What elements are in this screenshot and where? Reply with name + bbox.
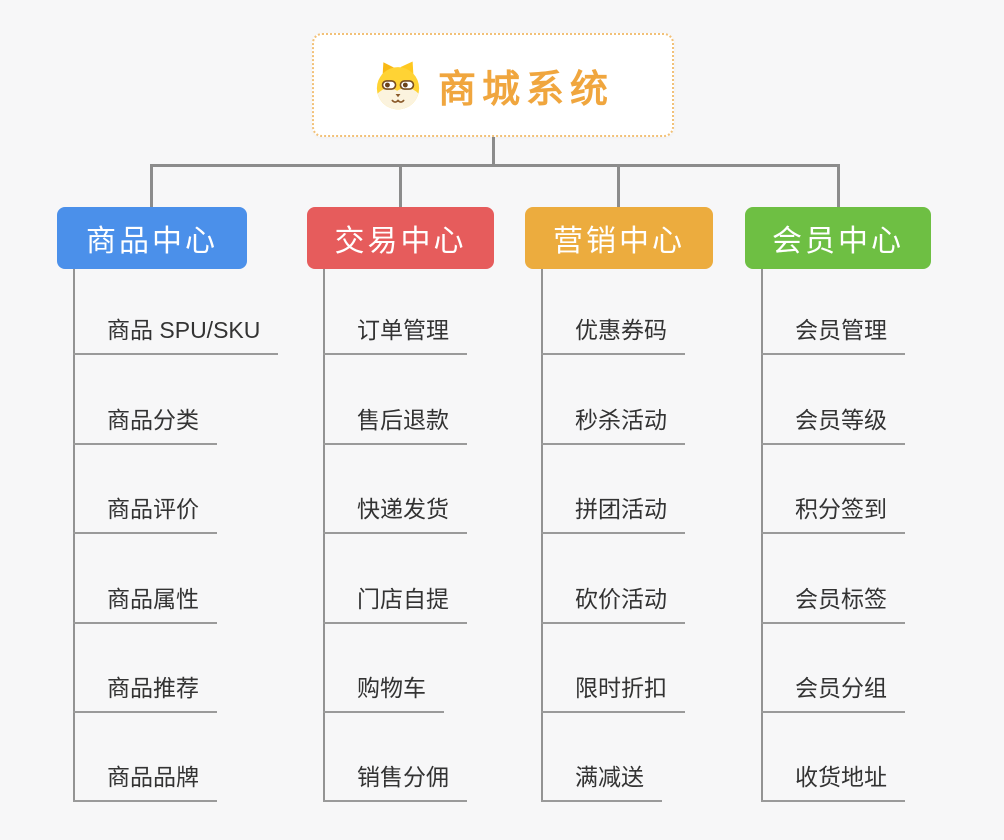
child-topic[interactable]: 销售分佣 bbox=[323, 762, 467, 802]
connector-drop-trade bbox=[399, 166, 402, 207]
child-topic[interactable]: 商品推荐 bbox=[73, 673, 217, 713]
connector-drop-products bbox=[150, 166, 153, 207]
child-topic[interactable]: 会员管理 bbox=[761, 315, 905, 355]
child-topic[interactable]: 满减送 bbox=[541, 762, 662, 802]
connector-trunk-members bbox=[761, 269, 763, 801]
connector-trunk-products bbox=[73, 269, 75, 801]
child-topic[interactable]: 商品 SPU/SKU bbox=[73, 315, 279, 355]
root-label: 商城系统 bbox=[437, 68, 614, 111]
branch-node-trade[interactable]: 交易中心 bbox=[307, 207, 494, 269]
connector-rail bbox=[150, 164, 840, 167]
child-topic[interactable]: 订单管理 bbox=[323, 315, 467, 355]
connector-trunk-trade bbox=[323, 269, 325, 801]
child-topic[interactable]: 积分签到 bbox=[761, 494, 905, 534]
child-topic[interactable]: 会员分组 bbox=[761, 673, 905, 713]
connector-drop-marketing bbox=[617, 166, 620, 207]
child-topic[interactable]: 收货地址 bbox=[761, 762, 905, 802]
child-topic[interactable]: 限时折扣 bbox=[541, 673, 685, 713]
child-topic[interactable]: 会员等级 bbox=[761, 405, 905, 445]
branch-node-marketing[interactable]: 营销中心 bbox=[525, 207, 713, 269]
child-topic[interactable]: 商品分类 bbox=[73, 405, 217, 445]
child-topic[interactable]: 售后退款 bbox=[323, 405, 467, 445]
connector-trunk-marketing bbox=[541, 269, 543, 801]
child-topic[interactable]: 门店自提 bbox=[323, 584, 467, 624]
root-node[interactable]: 商城系统 bbox=[312, 33, 674, 137]
child-topic[interactable]: 砍价活动 bbox=[541, 584, 685, 624]
child-topic[interactable]: 快递发货 bbox=[323, 494, 467, 534]
child-topic[interactable]: 秒杀活动 bbox=[541, 405, 685, 445]
child-topic[interactable]: 商品评价 bbox=[73, 494, 217, 534]
branch-node-members[interactable]: 会员中心 bbox=[745, 207, 931, 269]
branch-node-products[interactable]: 商品中心 bbox=[57, 207, 247, 269]
child-topic[interactable]: 购物车 bbox=[323, 673, 444, 713]
connector-drop-members bbox=[837, 166, 840, 207]
connector-root-stem bbox=[492, 137, 495, 165]
child-topic[interactable]: 会员标签 bbox=[761, 584, 905, 624]
shiba-dog-icon bbox=[372, 59, 424, 111]
child-topic[interactable]: 商品品牌 bbox=[73, 762, 217, 802]
child-topic[interactable]: 拼团活动 bbox=[541, 494, 685, 534]
child-topic[interactable]: 商品属性 bbox=[73, 584, 217, 624]
child-topic[interactable]: 优惠券码 bbox=[541, 315, 685, 355]
